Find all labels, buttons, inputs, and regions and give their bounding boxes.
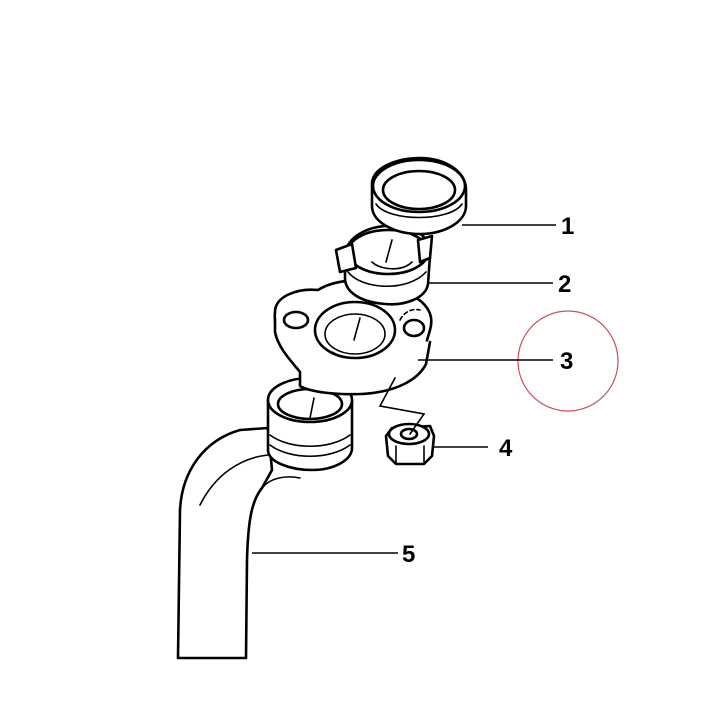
callout-number-4: 4 <box>499 435 513 462</box>
part-5-hose <box>176 376 354 660</box>
callout-number-5: 5 <box>402 541 415 568</box>
part-1-seal-ring <box>370 156 468 236</box>
callout-number-3: 3 <box>560 348 573 375</box>
assembly-zigzag-line <box>378 377 426 435</box>
callout-number-1: 1 <box>561 213 574 240</box>
part-2-sleeve <box>334 224 434 306</box>
part-4-nut <box>384 422 436 466</box>
part-3-flange <box>273 279 433 396</box>
highlight-circle <box>517 310 619 412</box>
callout-number-2: 2 <box>558 271 571 298</box>
